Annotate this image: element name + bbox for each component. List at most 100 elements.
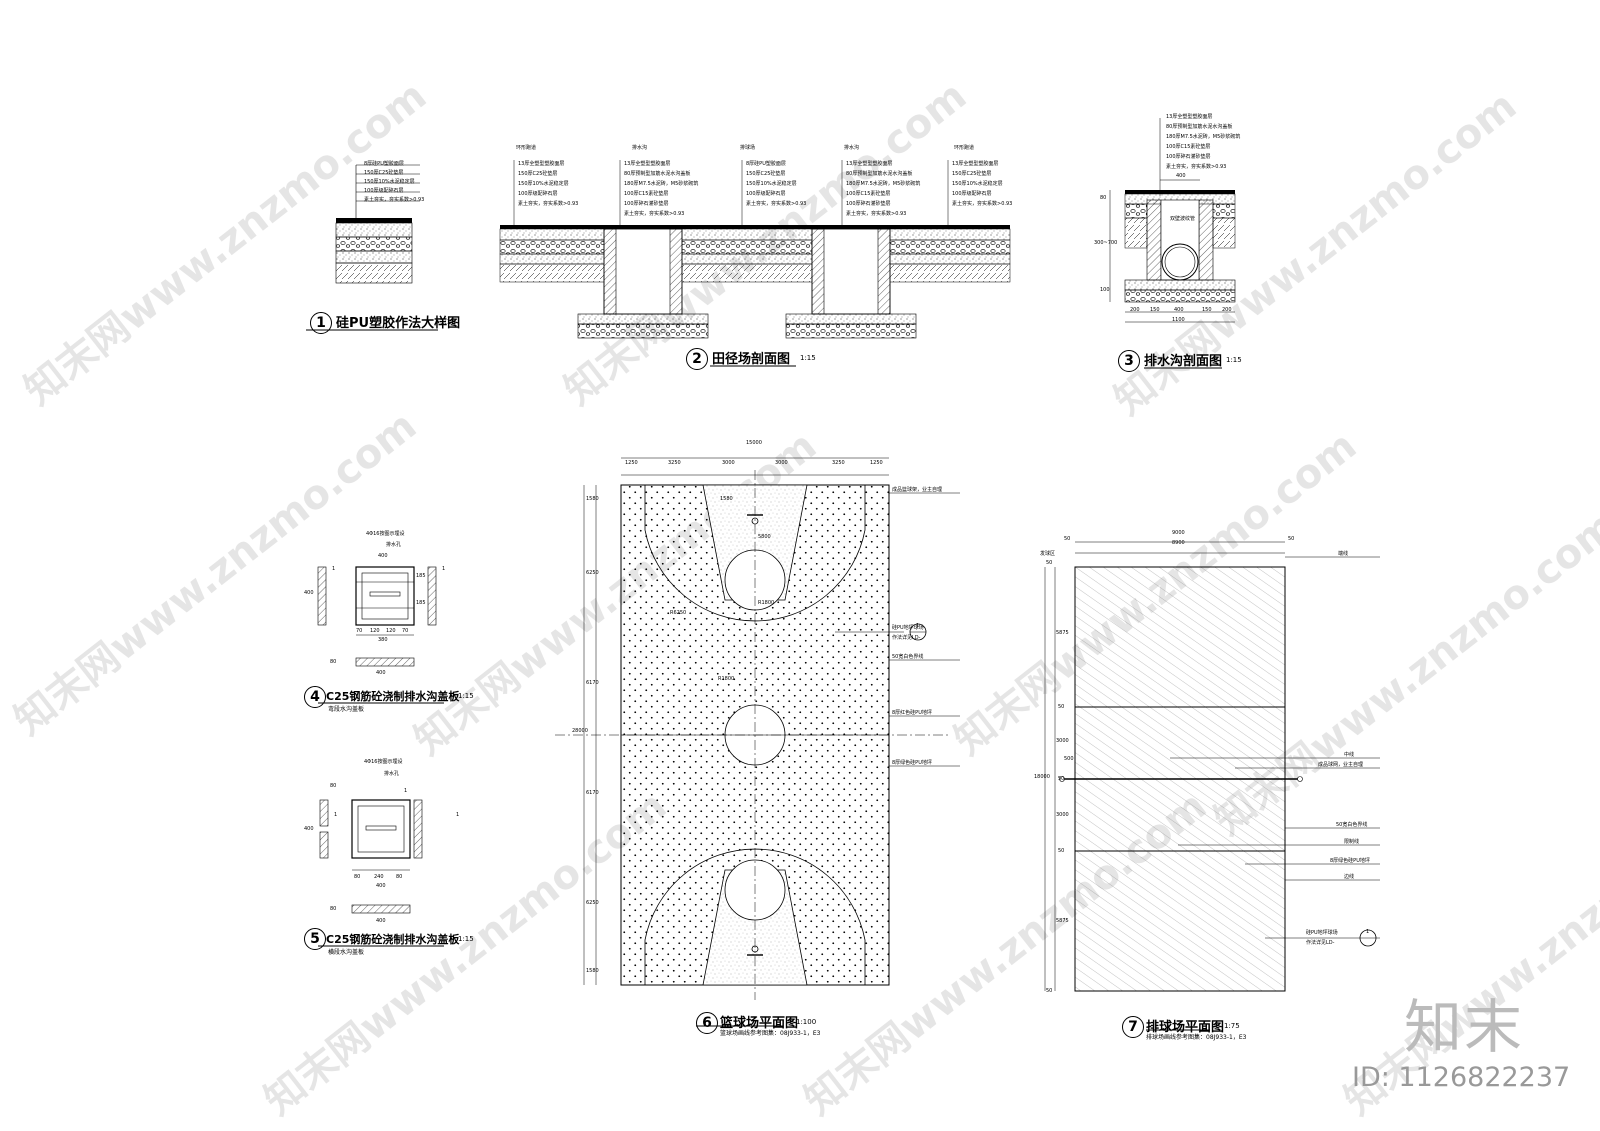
layer-label: 100厚碎石灌砂垫层 <box>624 201 669 207</box>
drain-hole-label: 排水孔 <box>386 542 402 548</box>
layer-label: 150厚10%水泥稳定层 <box>518 181 569 187</box>
rebar-note: 4Φ16按图示埋设 <box>364 759 403 765</box>
dim-label: 1 <box>404 788 408 794</box>
dim-label: 380 <box>378 637 388 643</box>
dim-label: 9000 <box>1172 530 1185 536</box>
layer-label: 100厚级配碎石层 <box>746 191 786 197</box>
brand-logo: 知末 <box>1404 993 1525 1061</box>
section-header: 环形跑道 <box>954 145 975 151</box>
callout-label: 作法详见LD- <box>892 635 921 641</box>
detail-1-scale: 1:15 <box>440 318 456 326</box>
dim-label: 50 <box>1058 776 1065 782</box>
side-label: 端线 <box>1338 551 1349 557</box>
callout-ref-number: 1 <box>1366 929 1370 935</box>
dim-label: 3000 <box>1056 738 1069 744</box>
layer-label: 8厚硅PU塑胶面层 <box>746 161 786 167</box>
dim-label: 80 <box>330 659 337 665</box>
dim-label: 50 <box>1046 988 1053 994</box>
dim-label: 400 <box>376 670 386 676</box>
callout-label: 8厚绿色硅PU地坪 <box>1330 858 1370 864</box>
layer-label: 100厚级配碎石层 <box>952 191 992 197</box>
detail-number: 5 <box>304 928 326 950</box>
dim-label: 200 <box>1222 307 1232 313</box>
callout-ref-number: 1 <box>916 623 920 629</box>
dim-label: 50 <box>1058 848 1065 854</box>
dim-label: 1250 <box>870 460 883 466</box>
detail-2-track-section <box>499 160 1011 367</box>
dim-label: 80 <box>396 874 403 880</box>
layer-label: 150厚C25砼垫层 <box>364 170 404 176</box>
dim-label: 80 <box>1100 195 1107 201</box>
dim-label: 6170 <box>586 790 599 796</box>
layer-label: 180厚M7.5水泥砖，M5砂浆砌筑 <box>624 181 699 187</box>
drawing-id: ID: 1126822237 <box>1352 1062 1571 1093</box>
dim-label: 6250 <box>586 570 599 576</box>
detail-5-scale: 1:15 <box>458 935 474 943</box>
detail-number: 1 <box>310 312 332 334</box>
basketball-reference: 篮球场画线参考图集：08J933-1，E3 <box>720 1030 821 1037</box>
layer-label: 150厚10%水泥稳定层 <box>364 179 415 185</box>
basketball-title: 篮球场平面图 <box>720 1016 799 1031</box>
dim-label: 70 <box>356 628 363 634</box>
dim-label: 6170 <box>586 680 599 686</box>
dim-label: 5800 <box>758 534 771 540</box>
dim-label: 240 <box>374 874 384 880</box>
layer-label: 素土夯实，夯实系数>0.93 <box>518 201 579 207</box>
section-header: 排水沟 <box>844 145 860 151</box>
dim-label: 5875 <box>1056 918 1069 924</box>
layer-label: 150厚C25砼垫层 <box>746 171 786 177</box>
dim-label: 3250 <box>832 460 845 466</box>
dim-label: 50 <box>1064 536 1071 542</box>
layer-label: 100厚C15素砼垫层 <box>1166 144 1211 150</box>
dim-label: 3000 <box>775 460 788 466</box>
dim-label: 120 <box>386 628 396 634</box>
layer-label: 素土夯实，夯实系数>0.93 <box>746 201 807 207</box>
volleyball-scale: 1:75 <box>1224 1022 1240 1030</box>
detail-number: 7 <box>1122 1016 1144 1038</box>
detail-2-scale: 1:15 <box>800 354 816 362</box>
dim-label: 400 <box>378 553 388 559</box>
detail-number: 6 <box>696 1012 718 1034</box>
callout-label: 50宽白色界线 <box>1336 822 1368 828</box>
dim-label: 1580 <box>720 496 733 502</box>
dim-label: 50 <box>1058 704 1065 710</box>
dim-label: 200 <box>1130 307 1140 313</box>
dim-label: 80 <box>330 783 337 789</box>
layer-label: 80厚预制型加筋水泥水沟盖板 <box>624 171 691 177</box>
detail-2-title: 田径场剖面图 <box>712 352 791 367</box>
callout-label: 边线 <box>1344 874 1355 880</box>
dim-label: 1100 <box>1172 317 1185 323</box>
dim-label: 100 <box>1100 287 1110 293</box>
dim-label: 1 <box>456 812 460 818</box>
dim-label: R6250 <box>670 610 687 616</box>
detail-4-scale: 1:15 <box>458 692 474 700</box>
detail-3-scale: 1:15 <box>1226 356 1242 364</box>
callout-label: 成品球网，业主自理 <box>1318 762 1364 768</box>
dim-label: 3250 <box>668 460 681 466</box>
dim-label: 400 <box>304 590 314 596</box>
layer-label: 100厚C15素砼垫层 <box>846 191 891 197</box>
detail-5-subtitle: 横段水沟盖板 <box>328 949 365 956</box>
basketball-court-plan <box>555 457 960 1027</box>
detail-5-cover-plate <box>318 799 444 947</box>
layer-label: 13厚全塑型塑胶面层 <box>624 161 671 167</box>
dim-label: 50 <box>1046 560 1053 566</box>
side-label: 发球区 <box>1040 551 1056 557</box>
dim-label: R1800 <box>718 676 735 682</box>
dim-label: 1 <box>442 566 446 572</box>
layer-label: 80厚预制型加筋水泥水沟盖板 <box>846 171 913 177</box>
layer-label: 13厚全塑型塑胶面层 <box>846 161 893 167</box>
dim-label: 120 <box>370 628 380 634</box>
callout-label: 硅PU地坪球场 <box>892 625 924 631</box>
dim-label: 15000 <box>746 440 762 446</box>
dim-label: 8900 <box>1172 540 1185 546</box>
pipe-label: 双壁波纹管 <box>1170 216 1196 222</box>
layer-label: 100厚碎石灌砂垫层 <box>846 201 891 207</box>
callout-label: 50宽白色界线 <box>892 654 924 660</box>
volleyball-reference: 排球场画线参考图集：08J933-1，E3 <box>1146 1034 1247 1041</box>
detail-4-subtitle: 弯段水沟盖板 <box>328 706 365 713</box>
layer-label: 100厚级配碎石层 <box>364 188 404 194</box>
dim-label: 1580 <box>586 968 599 974</box>
layer-label: 80厚预制型加筋水泥水沟盖板 <box>1166 124 1233 130</box>
detail-3-drain-section <box>1109 118 1236 369</box>
